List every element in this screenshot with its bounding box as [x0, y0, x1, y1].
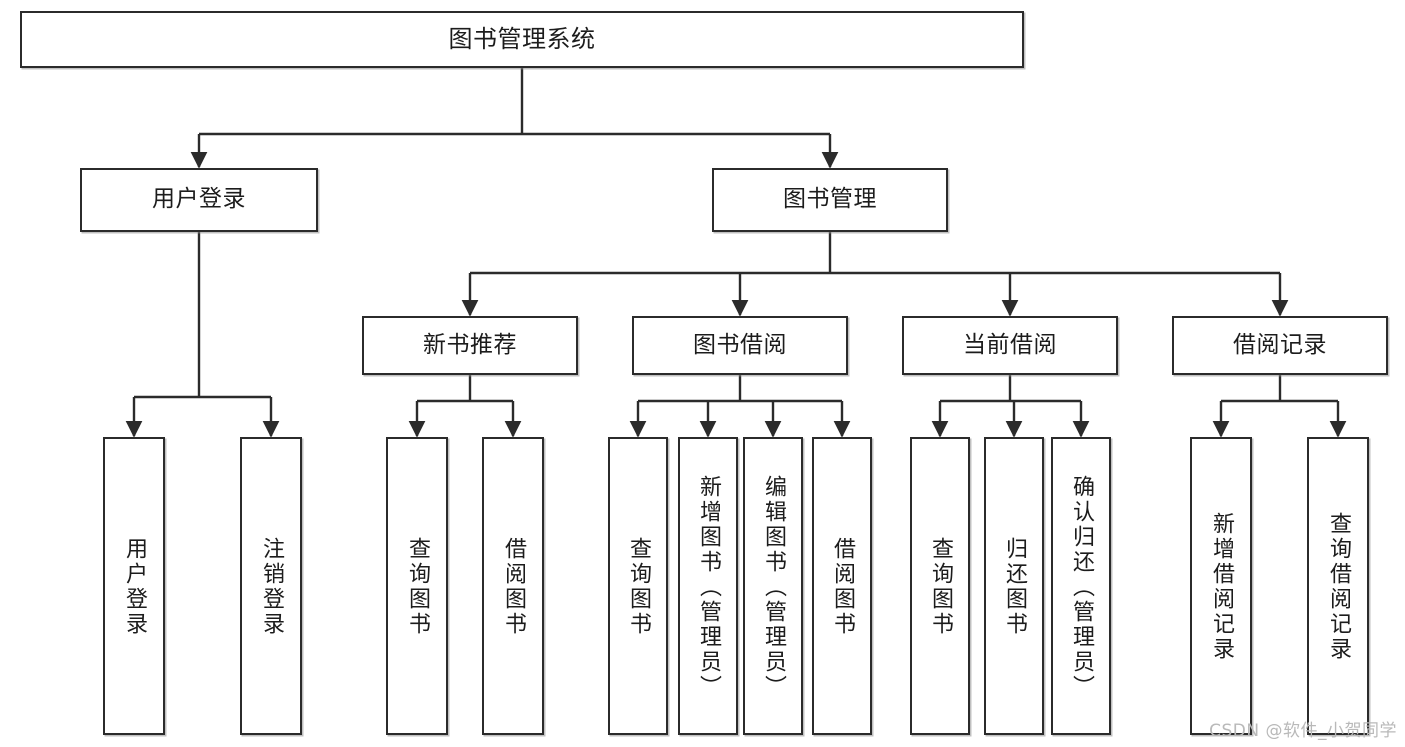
node-leaf-query-book-2[interactable]: 查询图书	[608, 437, 668, 735]
watermark-text: CSDN @软件_小贺同学	[1209, 721, 1397, 741]
node-leaf-logout[interactable]: 注销登录	[240, 437, 302, 735]
node-leaf-query-book-2-label: 查询图书	[626, 537, 651, 637]
node-leaf-return-book-label: 归还图书	[1002, 537, 1027, 637]
node-leaf-logout-label: 注销登录	[259, 537, 284, 637]
node-book-manage[interactable]: 图书管理	[712, 168, 948, 232]
node-new-book-recommend-label: 新书推荐	[423, 331, 517, 358]
node-book-borrow-label: 图书借阅	[693, 331, 787, 358]
node-book-manage-label: 图书管理	[783, 186, 877, 213]
node-leaf-user-login[interactable]: 用户登录	[103, 437, 165, 735]
node-user-login[interactable]: 用户登录	[80, 168, 318, 232]
node-leaf-add-record-label: 新增借阅记录	[1209, 512, 1234, 662]
node-leaf-borrow-book-2[interactable]: 借阅图书	[812, 437, 872, 735]
node-leaf-query-book-3-label: 查询图书	[928, 537, 953, 637]
node-leaf-borrow-book-1-label: 借阅图书	[501, 537, 526, 637]
node-leaf-query-record[interactable]: 查询借阅记录	[1307, 437, 1369, 735]
node-leaf-query-book-1-label: 查询图书	[405, 537, 430, 637]
node-current-borrow[interactable]: 当前借阅	[902, 316, 1118, 375]
node-leaf-add-book-label: 新增图书（管理员）	[696, 474, 721, 700]
node-leaf-add-book[interactable]: 新增图书（管理员）	[678, 437, 738, 735]
node-borrow-record-label: 借阅记录	[1233, 331, 1327, 358]
node-leaf-query-record-label: 查询借阅记录	[1326, 512, 1351, 662]
node-leaf-edit-book-label: 编辑图书（管理员）	[761, 474, 786, 700]
node-leaf-add-record[interactable]: 新增借阅记录	[1190, 437, 1252, 735]
node-root[interactable]: 图书管理系统	[20, 11, 1024, 68]
node-new-book-recommend[interactable]: 新书推荐	[362, 316, 578, 375]
node-book-borrow[interactable]: 图书借阅	[632, 316, 848, 375]
node-leaf-return-book[interactable]: 归还图书	[984, 437, 1044, 735]
node-leaf-query-book-3[interactable]: 查询图书	[910, 437, 970, 735]
node-leaf-confirm-return[interactable]: 确认归还（管理员）	[1051, 437, 1111, 735]
node-user-login-label: 用户登录	[152, 186, 246, 213]
node-leaf-borrow-book-2-label: 借阅图书	[830, 537, 855, 637]
node-leaf-user-login-label: 用户登录	[122, 537, 147, 637]
node-leaf-edit-book[interactable]: 编辑图书（管理员）	[743, 437, 803, 735]
node-current-borrow-label: 当前借阅	[963, 331, 1057, 358]
node-root-label: 图书管理系统	[448, 25, 596, 54]
node-leaf-borrow-book-1[interactable]: 借阅图书	[482, 437, 544, 735]
node-leaf-query-book-1[interactable]: 查询图书	[386, 437, 448, 735]
node-borrow-record[interactable]: 借阅记录	[1172, 316, 1388, 375]
node-leaf-confirm-return-label: 确认归还（管理员）	[1069, 474, 1094, 700]
